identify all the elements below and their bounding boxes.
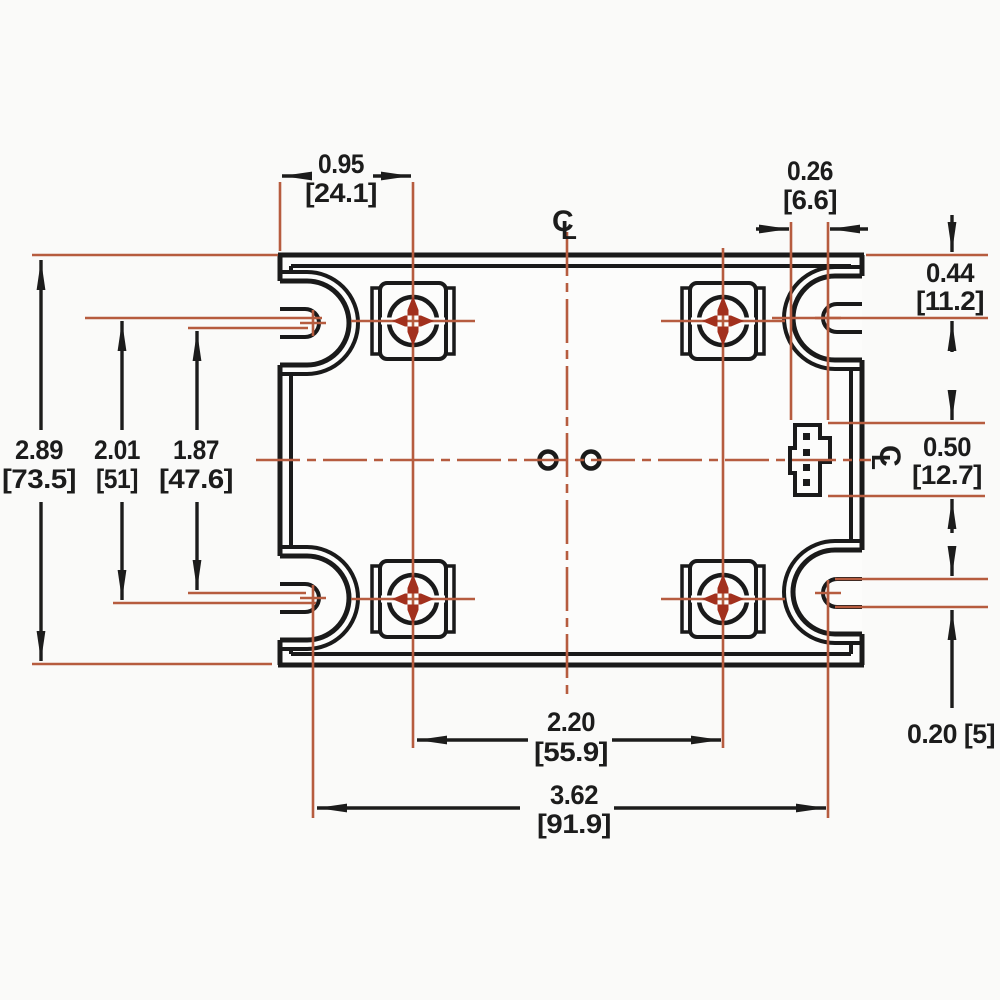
- phillips-cross-top-left: [392, 296, 434, 346]
- slot-center-cross-top-left: [300, 310, 326, 336]
- connector-pin-2: [803, 449, 810, 456]
- dim-value-in: 2.01: [94, 435, 140, 465]
- dim-value-mm: [47.6]: [159, 464, 233, 494]
- dimension-overall-height: 2.89 [73.5]: [2, 260, 77, 661]
- centerline-symbol-l: L: [866, 454, 896, 470]
- connector-pin-3: [803, 464, 810, 471]
- dim-value-mm: [24.1]: [305, 178, 377, 208]
- dimension-screw-column-span: 2.20 [55.9]: [417, 707, 721, 767]
- centerline-symbol-right: C L: [866, 445, 906, 470]
- phillips-crosses: [392, 296, 744, 624]
- dimension-slot-span-outer: 2.01 [51]: [94, 321, 141, 600]
- dim-value-mm: [91.9]: [537, 809, 611, 839]
- phillips-cross-bottom-left: [392, 574, 434, 624]
- dim-value-mm: [73.5]: [2, 464, 76, 494]
- dim-value-in: 1.87: [173, 435, 219, 465]
- phillips-cross-bottom-right: [702, 574, 744, 624]
- dim-value-mm: [6.6]: [783, 185, 837, 215]
- centerline-symbol-c: C: [873, 445, 906, 467]
- dimension-edge-to-screw-column: 0.95 [24.1]: [282, 149, 411, 208]
- phillips-cross-top-right: [702, 296, 744, 346]
- dim-value-mm: [11.2]: [916, 286, 984, 316]
- dim-value-mm: [12.7]: [912, 460, 982, 490]
- dim-value-label: 0.20 [5]: [907, 719, 995, 749]
- dimension-slot-width: 0.20 [5]: [907, 546, 996, 749]
- dim-value-in: 2.20: [547, 707, 595, 737]
- dim-value-in: 3.62: [550, 780, 598, 810]
- dim-value-in: 0.26: [787, 156, 833, 186]
- connector-pin-4: [803, 479, 810, 486]
- connector-housing: [788, 423, 832, 497]
- body-fill: [280, 255, 862, 665]
- dim-value-in: 2.89: [15, 435, 63, 465]
- centerlines-and-extension-lines: [32, 182, 988, 818]
- dim-value-in: 0.44: [926, 258, 974, 288]
- centerline-symbol-l: L: [561, 215, 577, 245]
- dimension-slot-span-inner: 1.87 [47.6]: [159, 331, 234, 590]
- slot-center-cross-bottom-left: [300, 585, 326, 611]
- slot-center-cross-bottom-right: [815, 580, 841, 606]
- dim-value-mm: [55.9]: [534, 737, 608, 767]
- centerline-symbol-c: C: [552, 205, 574, 238]
- dimension-slot-offset: 0.26 [6.6]: [756, 156, 868, 234]
- centerline-symbol-top: C L: [552, 205, 577, 245]
- dim-value-in: 0.50: [923, 432, 971, 462]
- dim-value-in: 0.95: [318, 149, 364, 179]
- dimension-slot-column-span: 3.62 [91.9]: [317, 780, 826, 839]
- dimension-connector-height: 0.50 [12.7]: [912, 390, 983, 533]
- slot-center-cross-top-right: [815, 305, 841, 331]
- dimension-top-to-slot: 0.44 [11.2]: [916, 215, 985, 352]
- control-connector-4pin: [788, 423, 832, 497]
- connector-pin-1: [803, 433, 810, 440]
- dim-value-mm: [51]: [96, 464, 138, 494]
